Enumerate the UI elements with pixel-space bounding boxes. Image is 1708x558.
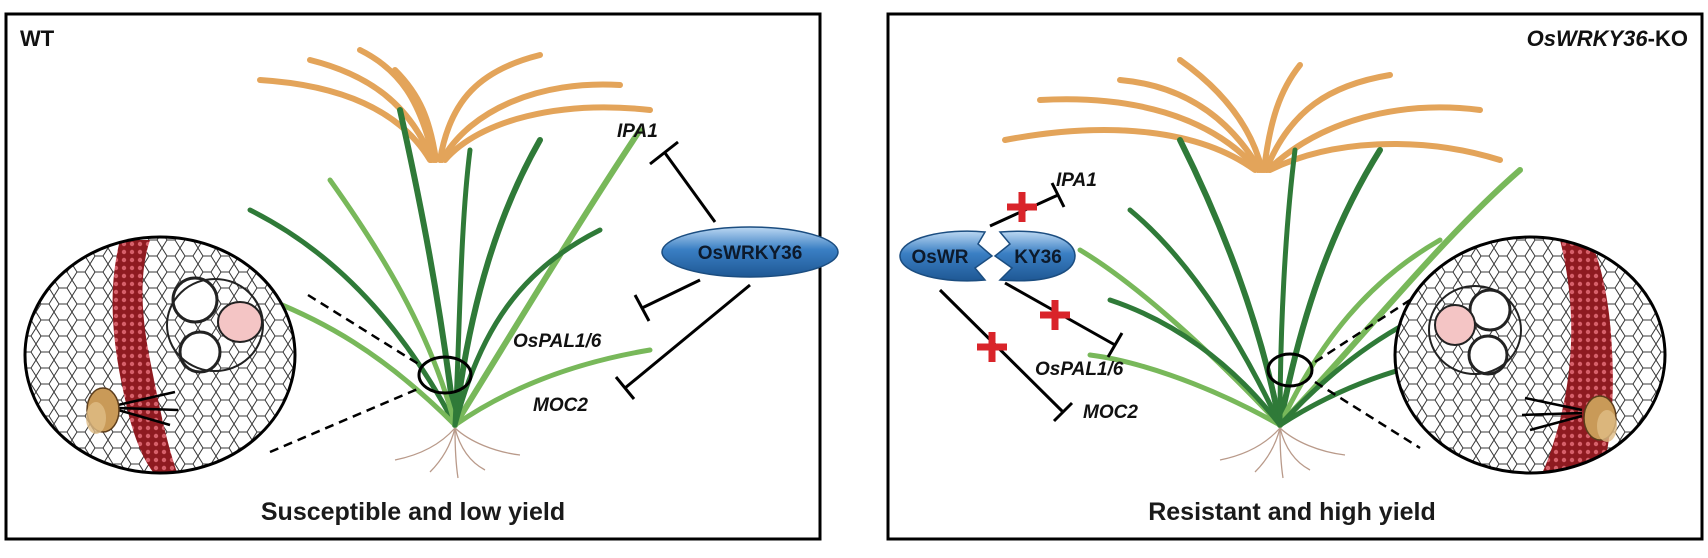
zoom-line-ko-bottom <box>1314 380 1421 450</box>
stem-zoom-marker-ko <box>1266 352 1314 388</box>
caption-wt: Susceptible and low yield <box>261 498 565 526</box>
cross-section-outline-wt <box>23 235 297 475</box>
tf-fragment-right <box>993 230 1076 282</box>
planthopper-icon-wt <box>86 387 179 434</box>
panicle-wt <box>257 47 653 163</box>
panel-wt: WT <box>4 12 839 541</box>
rice-plant-ko <box>1002 57 1523 479</box>
panel-wt-label: WT <box>20 26 55 51</box>
inhibit-ipa1-wt <box>663 152 717 223</box>
gene-ipa1-wt: IPA1 <box>617 121 658 142</box>
tf-fragment-left <box>899 230 994 282</box>
roots-ko <box>1219 427 1346 479</box>
tf-oswrky36-broken-ko: OsWR KY36 <box>899 230 1076 282</box>
stem-cross-section-ko <box>1393 235 1667 475</box>
panel-ko: OsWRKY36-KO <box>886 12 1704 541</box>
tissue-layer-wt <box>112 240 180 473</box>
stem-cross-section-wt <box>23 235 297 475</box>
panel-ko-label-suffix: -KO <box>1648 26 1688 51</box>
leaves-wt <box>247 107 653 428</box>
tf-oswrky36-wt: OsWRKY36 <box>661 226 839 278</box>
tf-label-left-ko: OsWR <box>912 247 969 268</box>
inhibit-ospal-wt <box>641 278 701 310</box>
tf-label-right-ko: KY36 <box>1014 247 1062 268</box>
panel-ko-label-gene: OsWRKY36 <box>1527 26 1649 51</box>
panel-ko-label: OsWRKY36-KO <box>1527 26 1688 51</box>
inhibit-moc2-wt <box>624 283 751 390</box>
zoom-line-wt-top <box>307 293 421 367</box>
block-crosses-ko <box>977 192 1070 362</box>
gene-moc2-ko: MOC2 <box>1083 402 1138 423</box>
stem-zoom-marker-wt <box>417 355 473 395</box>
cross-section-outline-ko <box>1393 235 1667 475</box>
roots-wt <box>394 427 521 479</box>
gene-ospal-wt: OsPAL1/6 <box>513 331 602 352</box>
zoom-line-ko-top <box>1314 298 1411 364</box>
gene-ospal-ko: OsPAL1/6 <box>1035 359 1124 380</box>
tf-label-wt: OsWRKY36 <box>698 243 803 264</box>
planthopper-icon-ko <box>1521 395 1617 442</box>
rice-plant-wt <box>247 47 653 479</box>
repression-arrows-wt <box>614 140 751 400</box>
gene-moc2-wt: MOC2 <box>533 395 588 416</box>
zoom-line-wt-bottom <box>269 386 421 454</box>
blocked-inhibit-moc2 <box>938 288 1065 414</box>
gene-ipa1-ko: IPA1 <box>1056 170 1097 191</box>
caption-ko: Resistant and high yield <box>1148 498 1436 526</box>
